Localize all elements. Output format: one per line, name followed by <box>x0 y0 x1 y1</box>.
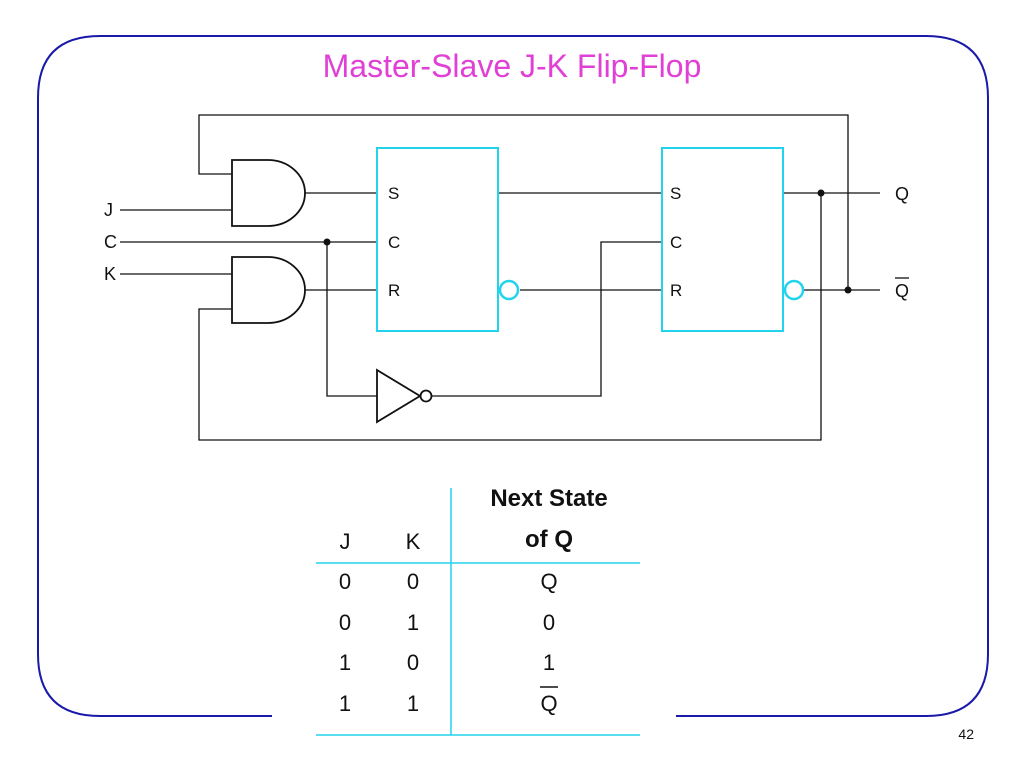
junction-dot-icon <box>323 238 331 246</box>
junction-dot-icon <box>844 286 852 294</box>
wire-inverter-to-slave-c <box>432 241 662 397</box>
page-number: 42 <box>958 726 974 742</box>
input-k-label: K <box>104 264 116 284</box>
wire-qbar-feedback <box>198 114 849 290</box>
table-header-j: J <box>340 529 351 554</box>
table-cell-j: 0 <box>339 569 351 594</box>
slave-s-label: S <box>670 184 681 203</box>
table-cell-j: 1 <box>339 650 351 675</box>
output-qbar-label: Q <box>895 281 909 301</box>
slave-flip-flop-icon <box>661 147 784 332</box>
table-header-k: K <box>406 529 421 554</box>
truth-table: Next State of Q J K 0 0 Q 0 1 0 1 0 1 1 … <box>316 485 640 736</box>
table-cell-next: 1 <box>543 650 555 675</box>
table-cell-k: 0 <box>407 569 419 594</box>
inverter-bubble <box>419 389 433 403</box>
master-qbar-bubble <box>498 279 520 301</box>
slave-c-label: C <box>670 233 682 252</box>
junction-dot-icon <box>817 189 825 197</box>
and-gate-icon <box>231 256 306 324</box>
slide-border <box>37 35 989 717</box>
inverter-icon <box>376 368 422 424</box>
circuit-diagram <box>120 114 880 441</box>
table-cell-j: 0 <box>339 610 351 635</box>
slave-qbar-bubble <box>783 279 805 301</box>
table-cell-next: Q <box>540 569 557 594</box>
table-header-next-state: Next State <box>490 485 607 512</box>
table-cell-k: 1 <box>407 610 419 635</box>
table-cell-next: Q <box>540 691 557 716</box>
master-c-label: C <box>388 233 400 252</box>
table-header-of-q: of Q <box>525 526 573 553</box>
table-cell-k: 0 <box>407 650 419 675</box>
master-s-label: S <box>388 184 399 203</box>
master-r-label: R <box>388 281 400 300</box>
wire-q-feedback <box>198 193 822 441</box>
input-j-label: J <box>104 200 113 220</box>
input-c-label: C <box>104 232 117 252</box>
table-cell-k: 1 <box>407 691 419 716</box>
master-flip-flop-icon <box>376 147 499 332</box>
slave-r-label: R <box>670 281 682 300</box>
wire-clock-to-inverter <box>326 242 377 397</box>
slide-title: Master-Slave J-K Flip-Flop <box>322 48 702 84</box>
table-cell-next: 0 <box>543 610 555 635</box>
table-cell-j: 1 <box>339 691 351 716</box>
and-gate-icon <box>231 159 306 227</box>
output-q-label: Q <box>895 184 909 204</box>
